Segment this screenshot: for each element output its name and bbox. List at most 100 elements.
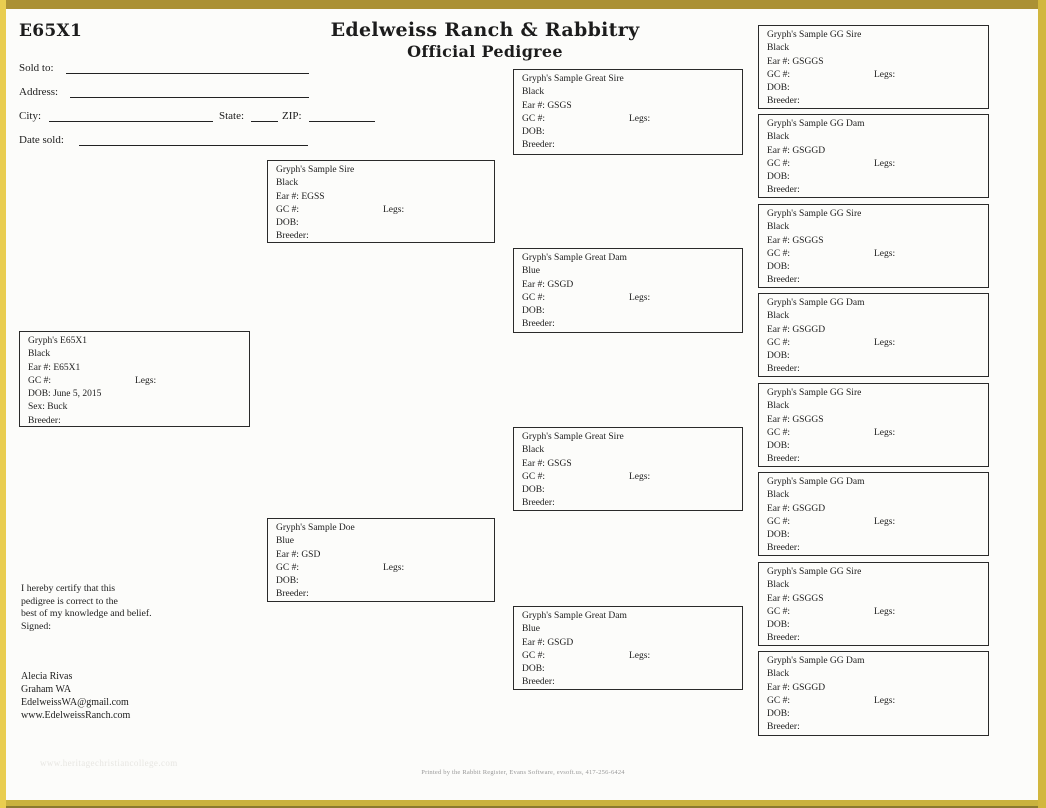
- rabbit-color: Black: [767, 669, 790, 680]
- dob-label: DOB:: [767, 620, 790, 631]
- dob-label: DOB:: [276, 576, 299, 587]
- rabbit-ear-number: Ear #: GSGGS: [767, 593, 824, 604]
- gc-number-label: GC #:: [276, 204, 299, 215]
- legs-label: Legs:: [874, 337, 896, 348]
- pedigree-box-gg-sire-4: Gryph's Sample GG Sire Black Ear #: GSGG…: [758, 562, 989, 646]
- pedigree-box-great-sire-1: Gryph's Sample Great Sire Black Ear #: G…: [513, 69, 743, 155]
- rabbit-name: Gryph's Sample GG Dam: [767, 119, 865, 129]
- pedigree-box-sire: Gryph's Sample Sire Black Ear #: EGSS GC…: [267, 160, 495, 243]
- legs-label: Legs:: [629, 113, 651, 124]
- address-blank-line: [70, 96, 309, 98]
- gc-number-label: GC #:: [767, 158, 790, 169]
- dob-label: DOB:: [767, 441, 790, 452]
- breeder-label: Breeder:: [522, 677, 555, 688]
- dob-label: DOB:: [767, 709, 790, 720]
- pedigree-box-gg-sire-3: Gryph's Sample GG Sire Black Ear #: GSGG…: [758, 383, 989, 467]
- legs-label: Legs:: [874, 695, 896, 706]
- dob-label: DOB:: [522, 485, 545, 496]
- gc-number-label: GC #:: [522, 471, 545, 482]
- gc-number-label: GC #:: [28, 375, 51, 386]
- rabbit-name: Gryph's Sample Great Sire: [522, 74, 624, 84]
- gc-number-label: GC #:: [767, 695, 790, 706]
- gc-number-label: GC #:: [767, 606, 790, 617]
- rabbit-color: Black: [522, 87, 545, 98]
- rabbit-ear-number: Ear #: E65X1: [28, 362, 81, 373]
- pedigree-box-gg-sire-2: Gryph's Sample GG Sire Black Ear #: GSGG…: [758, 204, 989, 288]
- breeder-label: Breeder:: [767, 633, 800, 644]
- legs-label: Legs:: [629, 471, 651, 482]
- pedigree-box-subject: Gryph's E65X1 Black Ear #: E65X1 GC #: Le…: [19, 331, 250, 427]
- gc-number-label: GC #:: [767, 516, 790, 527]
- rabbit-color: Black: [767, 580, 790, 591]
- rabbit-color: Black: [767, 222, 790, 233]
- certification-line: I hereby certify that this: [21, 583, 116, 594]
- rabbit-color: Black: [767, 490, 790, 501]
- rabbit-ear-number: Ear #: GSGGD: [767, 682, 826, 693]
- gc-number-label: GC #:: [767, 248, 790, 259]
- rabbit-name: Gryph's Sample GG Dam: [767, 298, 865, 308]
- breeder-label: Breeder:: [767, 543, 800, 554]
- print-software-footer: Printed by the Rabbit Register, Evans So…: [421, 769, 625, 776]
- pedigree-box-gg-sire-1: Gryph's Sample GG Sire Black Ear #: GSGG…: [758, 25, 989, 109]
- rabbit-ear-number: Ear #: GSGGS: [767, 414, 824, 425]
- dob-label: DOB:: [276, 218, 299, 229]
- rabbit-ear-number: Ear #: GSGGD: [767, 503, 826, 514]
- breeder-location: Graham WA: [21, 683, 72, 695]
- pedigree-box-gg-dam-2: Gryph's Sample GG Dam Black Ear #: GSGGD…: [758, 293, 989, 377]
- rabbit-ear-number: Ear #: GSGD: [522, 279, 574, 290]
- breeder-label: Breeder:: [767, 275, 800, 286]
- dob-label: DOB:: [522, 664, 545, 675]
- certification-statement: I hereby certify that this pedigree is c…: [21, 583, 152, 634]
- pedigree-subtitle: Official Pedigree: [407, 42, 563, 61]
- rabbit-ear-number: Ear #: GSGS: [522, 458, 572, 469]
- pedigree-box-great-dam-2: Gryph's Sample Great Dam Blue Ear #: GSG…: [513, 606, 743, 690]
- breeder-label: Breeder:: [767, 96, 800, 107]
- rabbit-color: Blue: [522, 624, 540, 635]
- rabbit-color: Black: [522, 445, 545, 456]
- breeder-label: Breeder:: [522, 498, 555, 509]
- date-sold-label: Date sold:: [19, 134, 64, 146]
- legs-label: Legs:: [629, 292, 651, 303]
- signed-label: Signed:: [21, 621, 51, 633]
- rabbit-color: Black: [28, 349, 51, 360]
- document-title: Edelweiss Ranch & Rabbitry Official Pedi…: [330, 19, 640, 62]
- rabbit-color: Black: [276, 178, 299, 189]
- state-label: State:: [219, 110, 245, 122]
- dob-label: DOB:: [522, 306, 545, 317]
- rabbit-color: Black: [767, 401, 790, 412]
- dob-label: DOB:: [767, 262, 790, 273]
- rabbit-ear-number: Ear #: GSGGS: [767, 56, 824, 67]
- breeder-contact-block: Alecia Rivas Graham WA EdelweissWA@gmail…: [21, 671, 130, 723]
- gc-number-label: GC #:: [522, 113, 545, 124]
- pedigree-box-great-dam-1: Gryph's Sample Great Dam Blue Ear #: GSG…: [513, 248, 743, 333]
- gc-number-label: GC #:: [276, 562, 299, 573]
- rabbit-sex: Sex: Buck: [28, 402, 68, 413]
- certification-line: pedigree is correct to the: [21, 595, 118, 607]
- certification-line: best of my knowledge and belief.: [21, 608, 152, 620]
- rabbit-ear-number: Ear #: GSGGS: [767, 235, 824, 246]
- breeder-website: www.EdelweissRanch.com: [21, 709, 131, 721]
- legs-label: Legs:: [874, 158, 896, 169]
- zip-blank-line: [309, 120, 375, 122]
- legs-label: Legs:: [874, 248, 896, 259]
- dob-label: DOB:: [767, 83, 790, 94]
- rabbit-color: Blue: [276, 536, 294, 547]
- rabbit-color: Black: [767, 43, 790, 54]
- legs-label: Legs:: [874, 606, 896, 617]
- rabbit-name: Gryph's E65X1: [28, 336, 87, 346]
- rabbit-ear-number: Ear #: EGSS: [276, 191, 325, 202]
- rabbit-ear-number: Ear #: GSGGD: [767, 145, 826, 156]
- rabbit-ear-number: Ear #: GSGD: [522, 637, 574, 648]
- breeder-label: Breeder:: [522, 140, 555, 151]
- breeder-label: Breeder:: [276, 231, 309, 242]
- dob-label: DOB:: [767, 530, 790, 541]
- rabbit-ear-number: Ear #: GSGGD: [767, 324, 826, 335]
- rabbit-name: Gryph's Sample Sire: [276, 165, 355, 175]
- date-sold-blank-line: [79, 144, 308, 146]
- rabbit-ear-number: Ear #: GSGS: [522, 100, 572, 111]
- legs-label: Legs:: [383, 204, 405, 215]
- rabbit-dob: DOB: June 5, 2015: [28, 389, 102, 400]
- legs-label: Legs:: [135, 375, 157, 386]
- sold-to-blank-line: [66, 72, 309, 74]
- rabbit-color: Blue: [522, 266, 540, 277]
